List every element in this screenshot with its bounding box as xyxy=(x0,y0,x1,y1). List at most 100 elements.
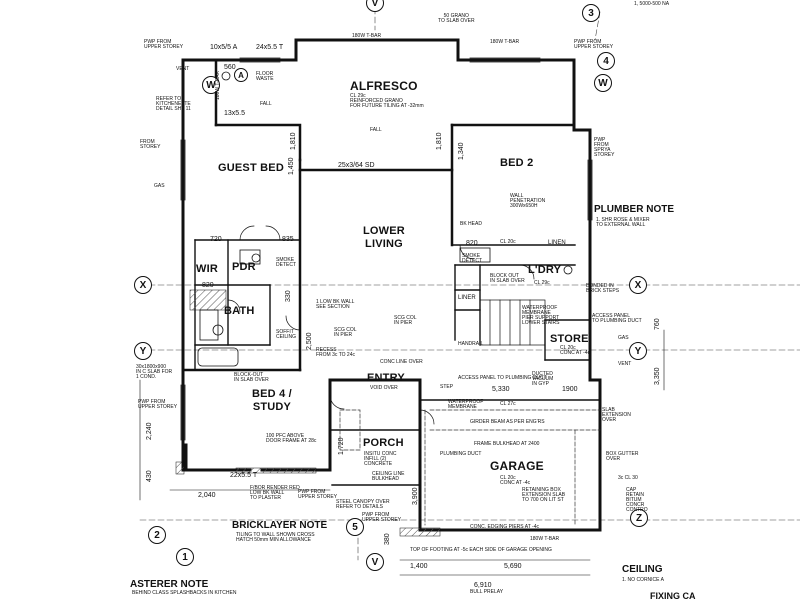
note-waterproof-b: WATERPROOF MEMBRANE xyxy=(448,399,484,410)
fixtures xyxy=(197,71,573,367)
note-pwp-upper-l: PWP FROM UPPER STOREY xyxy=(144,39,184,50)
dim-1400: 1,400 xyxy=(410,563,428,570)
room-bath: BATH xyxy=(224,305,255,317)
dim-430: 430 xyxy=(146,470,153,482)
note-top-right: 1, 5000-500 NA xyxy=(634,1,670,7)
note-fall-a: FALL xyxy=(260,101,272,107)
grid-bubble-4: 4 xyxy=(597,52,615,70)
note-retain: RETAINING BOX EXTENSION SLAB TO 700 ON L… xyxy=(522,487,566,503)
note-vent: VENT xyxy=(176,66,190,72)
fixing-note-heading: FIXING CA xyxy=(650,591,696,601)
note-recess: RECESS FROM 3c TO 24c xyxy=(316,347,355,358)
grid-bubble-5: 5 xyxy=(346,518,364,536)
dim-560: 560 xyxy=(224,64,236,71)
note-slab-over: 50 GRANO TO SLAB OVER xyxy=(438,13,475,24)
note-box-gutter: BOX GUTTER OVER xyxy=(606,451,639,462)
room-pdr: PDR xyxy=(232,261,256,273)
grid-bubble-3: 3 xyxy=(582,4,600,22)
note-slab-ext: SLAB EXTENSION OVER xyxy=(602,407,631,423)
room-entry: ENTRY xyxy=(367,372,405,384)
note-girder: GIRDER BEAM AS PER ENG'RS xyxy=(470,419,545,425)
door-swings xyxy=(227,225,535,425)
room-guest-bed: GUEST BED xyxy=(218,162,284,174)
dim-1720: 1,720 xyxy=(338,437,345,455)
dim-2500: 2,500 xyxy=(306,332,313,350)
grid-bubble-x-right: X xyxy=(629,276,647,294)
note-insitu: INSITU CONC INFILL (2) CONCRETE xyxy=(364,451,397,467)
note-access-panel-r: ACCESS PANEL TO PLUMBING DUCT xyxy=(592,313,642,324)
outer-walls xyxy=(181,38,602,532)
note-shr-rose: 1. SHR ROSE & MIXER TO EXTERNAL WALL xyxy=(596,217,650,228)
note-t-bar-top: 180W T-BAR xyxy=(352,33,382,39)
note-vent-r: VENT xyxy=(618,361,632,367)
dim-760: 760 xyxy=(654,318,661,330)
dim-3900: 3,900 xyxy=(412,487,419,505)
note-top-of-footing: TOP OF FOOTING AT -5c EACH SIDE OF GARAG… xyxy=(410,547,552,553)
grid-bubble-y-left: Y xyxy=(134,342,152,360)
note-tiling: TILING TO WALL SHOWN CROSS HATCH 50mm MI… xyxy=(236,532,315,543)
dim-24x5: 24x5.5 T xyxy=(256,44,284,51)
dim-22x5: 22x5.5 T xyxy=(230,472,258,479)
note-frame-bulkhead: FRAME BULKHEAD AT 2400 xyxy=(474,441,540,447)
note-cl-27c: CL 27c xyxy=(500,401,516,407)
note-conc-line: CONC LINE OVER xyxy=(380,359,423,365)
room-linen: LINEN xyxy=(548,240,566,246)
note-plasterer-1: BEHIND CLASS SPLASHBACKS IN KITCHEN xyxy=(132,590,237,596)
note-block-out-r: BLOCK OUT IN SLAB OVER xyxy=(490,273,525,284)
note-pwp-upper-b: PWP FROM UPPER STOREY xyxy=(138,399,178,410)
grid-bubble-w-right: W xyxy=(594,74,612,92)
grid-bubble-1: 1 xyxy=(176,548,194,566)
inner-thick-walls xyxy=(181,58,576,372)
dim-835: 835 xyxy=(282,236,294,243)
grid-bubble-a: A xyxy=(234,68,248,82)
note-fibre: F/BOR RENDER RED LOW BK WALL TO PLASTER xyxy=(250,485,300,501)
note-pwp-sprya: PWP FROM SPRYA STOREY xyxy=(594,137,615,158)
dim-13x5: 13x5.5 xyxy=(224,110,246,117)
dim-820: 820 xyxy=(466,240,478,247)
note-kitchenette: REFER TO KITCHENETTE DETAIL SHT 11 xyxy=(156,96,191,112)
note-floor-waste: FLOOR WASTE xyxy=(256,71,274,82)
note-cl-ldry: CL 29c xyxy=(534,280,550,286)
room-porch: PORCH xyxy=(363,437,404,449)
dim-1810-b: 1,810 xyxy=(436,132,443,150)
grid-bubble-w-left: W xyxy=(202,76,220,94)
note-scg-col-b: SCG COL IN PIER xyxy=(394,315,417,326)
note-from-storey: FROM STOREY xyxy=(140,139,161,150)
room-store: STORE xyxy=(550,333,589,345)
note-block-out: BLOCK-OUT IN SLAB OVER xyxy=(234,372,269,383)
room-bed-2: BED 2 xyxy=(500,157,534,169)
grid-bubble-2: 2 xyxy=(148,526,166,544)
note-scg-col-a: SCG COL IN PIER xyxy=(334,327,357,338)
dim-5330: 5,330 xyxy=(492,386,510,393)
grid-bubble-z: Z xyxy=(630,509,648,527)
note-store-spec: CL 20c CONC AT -4c xyxy=(560,345,591,356)
note-vinyl-left: 30x1800x900 IN C SLAB FOR 1 COND. xyxy=(136,364,173,380)
grid-bubble-v-bottom: V xyxy=(366,553,384,571)
note-alfresco-spec: CL 29c REINFORCED GRANO FOR FUTURE TILIN… xyxy=(350,93,424,109)
note-soffit: SOFFIT CEILING xyxy=(276,329,297,340)
note-ceiling-lines: CEILING LINE BULKHEAD xyxy=(372,471,405,482)
note-pwp-upper-r: PWP FROM UPPER STOREY xyxy=(574,39,614,50)
room-wir: WIR xyxy=(196,263,218,275)
note-smoke-detect: SMOKE DETECT xyxy=(276,257,296,268)
bricklayer-note-heading: BRICKLAYER NOTE xyxy=(232,520,328,531)
dim-380: 380 xyxy=(384,533,391,545)
grid-bubble-y-right: Y xyxy=(629,342,647,360)
dim-2040: 2,040 xyxy=(198,492,216,499)
dim-25x3: 25x3/64 SD xyxy=(338,162,375,169)
dim-720: 720 xyxy=(210,236,222,243)
note-conc-edging: CONC. EDGING PIERS AT -4c xyxy=(470,524,539,530)
note-fall-b: FALL xyxy=(370,127,382,133)
room-alfresco: ALFRESCO xyxy=(350,79,418,93)
note-steel-canopy: STEEL CANOPY OVER REFER TO DETAILS xyxy=(336,499,390,510)
note-pwp-c: PWP FROM UPPER STOREY xyxy=(362,512,402,523)
note-garage-spec: CL 20c CONC AT -4c xyxy=(500,475,531,486)
dim-5690: 5,690 xyxy=(504,563,522,570)
note-bonded: BONDED IN BRICK STEPS xyxy=(586,283,620,294)
note-plumbing-duct: PLUMBING DUCT xyxy=(440,451,482,457)
dim-1900: 1900 xyxy=(562,386,578,393)
dim-3350: 3,350 xyxy=(654,367,661,385)
windows xyxy=(180,57,593,441)
room-lower-living: LOWER LIVING xyxy=(363,225,405,250)
